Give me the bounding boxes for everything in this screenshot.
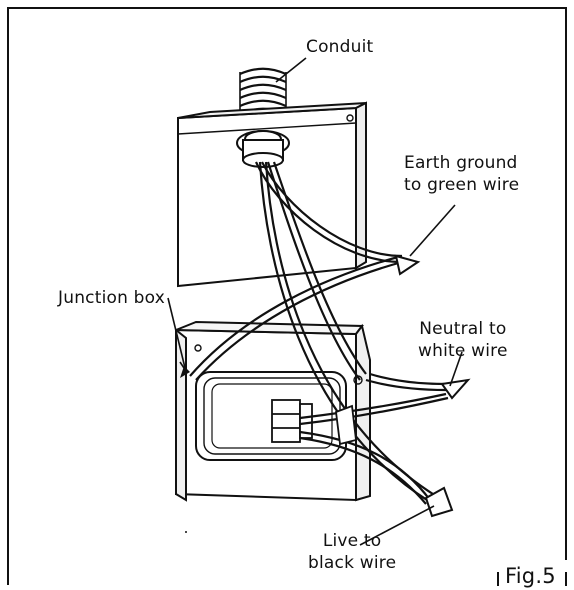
live-wire-nut: [424, 486, 454, 518]
figure-frame: [7, 7, 567, 586]
neutral-leader: [449, 351, 463, 387]
neutral-label-line1: Neutral to: [419, 319, 507, 339]
conduit-leader: [275, 57, 307, 83]
neutral-label-line2: white wire: [418, 341, 508, 361]
terminal-block: [271, 399, 313, 443]
junction-arrowhead: [180, 366, 190, 378]
earth-ground-label: Earth ground to green wire: [404, 152, 519, 196]
live-leader: [359, 505, 435, 546]
conduit-locknut: [236, 130, 290, 168]
figure-number-text: Fig.5: [505, 564, 556, 588]
speck: [185, 531, 187, 533]
live-label: Live to black wire: [308, 530, 396, 574]
junction-leader: [167, 297, 187, 373]
earth-ground-label-line2: to green wire: [404, 175, 520, 195]
leader-lines: [167, 204, 463, 546]
live-label-line2: black wire: [308, 553, 397, 573]
conduit-label-text: Conduit: [306, 37, 374, 57]
wire-clamp: [335, 404, 357, 446]
junction-box-label: Junction box: [58, 287, 165, 309]
figure-number: Fig.5: [505, 564, 556, 588]
neutral-label: Neutral to white wire: [418, 318, 508, 362]
neutral-wire-nut: [440, 378, 471, 400]
earth-ground-label-line1: Earth ground: [404, 153, 518, 173]
fixture-plate: [177, 101, 367, 288]
wire-bundle: [189, 161, 449, 505]
earth-leader: [409, 204, 456, 257]
live-label-line1: Live to: [322, 531, 382, 551]
junction-box-label-text: Junction box: [58, 288, 166, 308]
conduit-label: Conduit: [306, 36, 373, 58]
earth-wire-nut: [394, 254, 421, 276]
